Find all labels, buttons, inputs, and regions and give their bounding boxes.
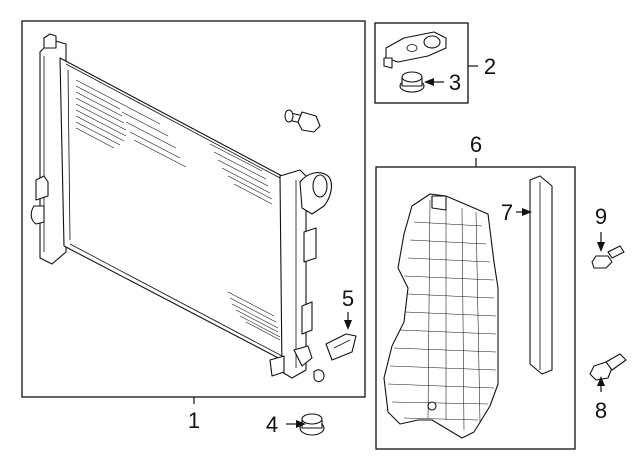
leader-lines (193, 65, 605, 428)
upper-insulator-grommet (399, 71, 425, 93)
callout-1: 1 (188, 408, 200, 433)
callout-9: 9 (595, 204, 607, 229)
callout-6: 6 (470, 132, 482, 157)
callout-4: 4 (266, 412, 278, 437)
air-guide-shroud (383, 193, 499, 439)
callout-2: 2 (484, 54, 496, 79)
callout-7: 7 (501, 200, 513, 225)
fastener-bolt-8 (589, 353, 627, 381)
radiator-lower-bracket (325, 333, 357, 361)
callout-5: 5 (342, 286, 354, 311)
radiator-mounting-bolt (284, 109, 321, 133)
upper-bracket-box (374, 22, 469, 104)
callout-8: 8 (595, 398, 607, 423)
air-guide-seal-strip (529, 175, 553, 375)
radiator-assembly (30, 33, 333, 383)
callout-3: 3 (449, 70, 461, 95)
upper-mounting-bracket (383, 31, 447, 69)
fastener-bolt-9 (591, 245, 625, 269)
